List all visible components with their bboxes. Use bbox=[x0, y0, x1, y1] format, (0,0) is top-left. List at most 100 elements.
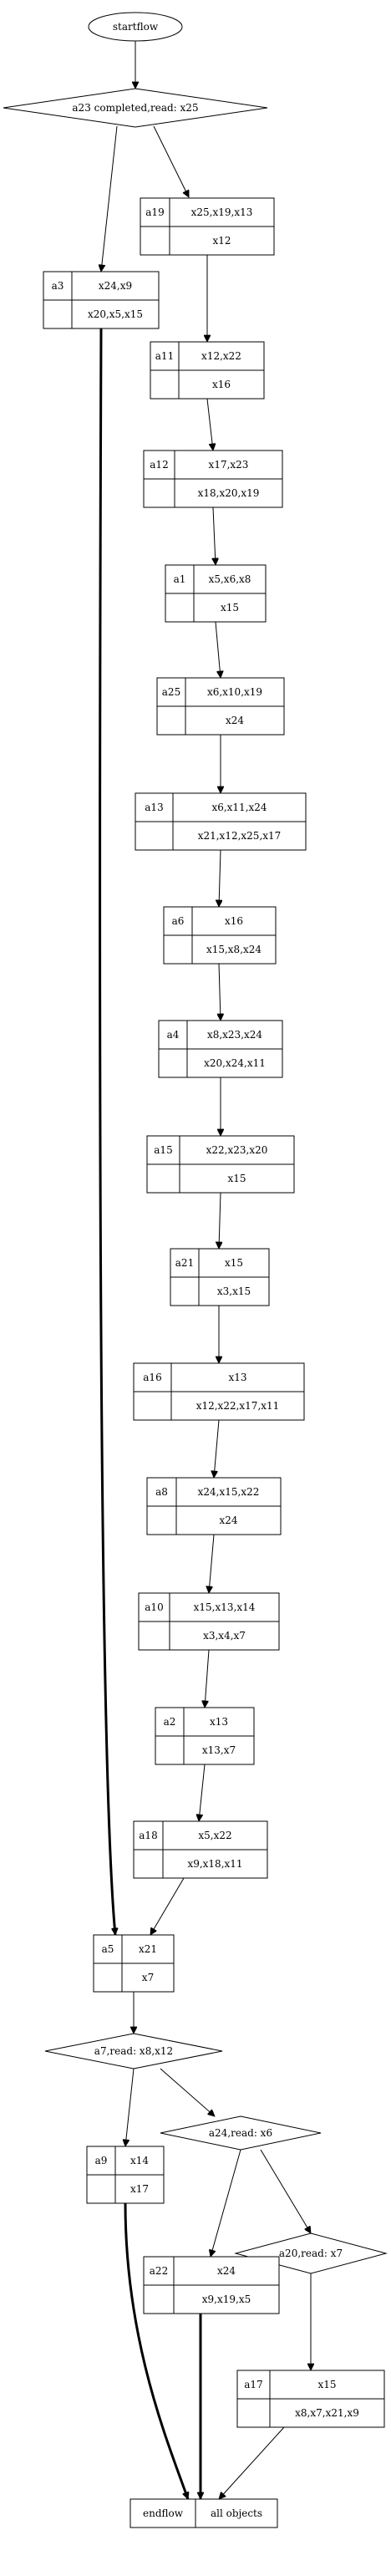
node-outputs: x15 bbox=[227, 1173, 246, 1184]
decision-d1: a23 completed,read: x25 bbox=[3, 88, 268, 128]
node-outputs: x15 bbox=[221, 602, 239, 613]
edge-a13-to-a6 bbox=[219, 849, 221, 907]
node-name: a16 bbox=[143, 1372, 161, 1383]
node-inputs: x5,x6,x8 bbox=[209, 573, 251, 585]
edge-a10-to-a2 bbox=[205, 1649, 210, 1708]
node-inputs: x14 bbox=[130, 2155, 149, 2166]
node-a22: a22 x24 x9,x19,x5 bbox=[143, 2256, 280, 2314]
node-a5: a5 x21 x7 bbox=[93, 1934, 175, 1993]
node-name: a21 bbox=[175, 1257, 194, 1269]
node-a18: a18 x5,x22 x9,x18,x11 bbox=[133, 1820, 268, 1879]
edge-d1-to-a3 bbox=[101, 125, 118, 272]
node-name: a15 bbox=[154, 1144, 172, 1156]
node-name: a1 bbox=[174, 573, 186, 585]
node-outputs: x3,x15 bbox=[217, 1285, 251, 1297]
edge-a8-to-a10 bbox=[209, 1534, 215, 1593]
node-outputs: x12,x22,x17,x11 bbox=[196, 1400, 280, 1412]
node-name: a13 bbox=[145, 802, 163, 813]
edge-a17-to-end bbox=[219, 2426, 285, 2499]
node-a10: a10 x15,x13,x14 x3,x4,x7 bbox=[138, 1592, 280, 1651]
node-outputs: x7 bbox=[142, 1972, 154, 1983]
node-a25: a25 x6,x10,x19 x24 bbox=[156, 677, 285, 736]
node-outputs: x20,x5,x15 bbox=[88, 308, 143, 320]
node-name: a6 bbox=[172, 915, 185, 927]
node-outputs: x15,x8,x24 bbox=[206, 944, 262, 955]
node-name: a5 bbox=[102, 1943, 114, 1955]
node-name: a10 bbox=[145, 1601, 163, 1613]
node-name: a8 bbox=[155, 1486, 168, 1498]
edge-d2-to-a9 bbox=[125, 2068, 135, 2146]
end-objects-label: all objects bbox=[211, 2507, 262, 2519]
node-outputs: x3,x4,x7 bbox=[203, 1630, 246, 1642]
node-a8: a8 x24,x15,x22 x24 bbox=[146, 1477, 282, 1535]
node-inputs: x12,x22 bbox=[201, 350, 241, 362]
decision-d2: a7,read: x8,x12 bbox=[44, 2033, 223, 2069]
node-inputs: x15 bbox=[317, 2379, 336, 2390]
node-outputs: x9,x18,x11 bbox=[187, 1858, 242, 1870]
node-outputs: x9,x19,x5 bbox=[202, 2293, 251, 2305]
node-inputs: x15,x13,x14 bbox=[194, 1601, 256, 1613]
node-name: a18 bbox=[139, 1830, 157, 1841]
decision-label: a20,read: x7 bbox=[279, 2248, 343, 2259]
node-name: a22 bbox=[150, 2265, 168, 2277]
node-outputs: x12 bbox=[212, 235, 231, 247]
node-outputs: x24 bbox=[226, 715, 244, 726]
node-inputs: x15 bbox=[225, 1257, 243, 1269]
node-a16: a16 x13 x12,x22,x17,x11 bbox=[133, 1362, 305, 1421]
node-name: a9 bbox=[95, 2155, 108, 2166]
node-name: a12 bbox=[150, 459, 168, 471]
node-outputs: x18,x20,x19 bbox=[198, 487, 260, 499]
edge-d1-to-a19 bbox=[153, 125, 190, 197]
node-name: a2 bbox=[164, 1716, 176, 1728]
node-name: a4 bbox=[167, 1029, 180, 1041]
node-outputs: x24 bbox=[219, 1515, 237, 1526]
node-a21: a21 x15 x3,x15 bbox=[170, 1248, 270, 1306]
decision-label: a7,read: x8,x12 bbox=[94, 2045, 173, 2057]
node-name: a19 bbox=[145, 206, 164, 218]
decision-d3: a24,read: x6 bbox=[160, 2115, 322, 2151]
node-inputs: x16 bbox=[225, 915, 243, 927]
node-a1: a1 x5,x6,x8 x15 bbox=[165, 564, 267, 623]
node-inputs: x13 bbox=[210, 1716, 228, 1728]
node-outputs: x16 bbox=[212, 379, 231, 390]
edge-a12-to-a1 bbox=[213, 507, 216, 565]
edge-a2-to-a18 bbox=[199, 1764, 206, 1821]
node-name: a11 bbox=[155, 350, 174, 362]
node-a15: a15 x22,x23,x20 x15 bbox=[146, 1135, 295, 1194]
node-a2: a2 x13 x13,x7 bbox=[155, 1707, 255, 1765]
node-a11: a11 x12,x22 x16 bbox=[150, 341, 265, 400]
edge-a16-to-a8 bbox=[214, 1419, 220, 1478]
edge-a15-to-a21 bbox=[219, 1192, 221, 1249]
decision-label: a23 completed,read: x25 bbox=[72, 102, 198, 114]
node-name: a17 bbox=[244, 2379, 262, 2390]
edge-a3-to-a5 bbox=[99, 328, 115, 1935]
edge-a6-to-a4 bbox=[219, 963, 221, 1021]
node-inputs: x5,x22 bbox=[198, 1830, 231, 1841]
node-outputs: x20,x24,x11 bbox=[204, 1057, 266, 1069]
node-name: a25 bbox=[162, 686, 180, 698]
node-a3: a3 x24,x9 x20,x5,x15 bbox=[43, 271, 160, 329]
start-node: startflow bbox=[88, 12, 183, 42]
node-inputs: x13 bbox=[228, 1372, 246, 1383]
node-inputs: x21 bbox=[139, 1943, 157, 1955]
node-inputs: x24,x9 bbox=[99, 280, 132, 292]
end-label: endflow bbox=[143, 2507, 184, 2519]
edge-a1-to-a25 bbox=[215, 621, 221, 678]
node-inputs: x22,x23,x20 bbox=[206, 1144, 268, 1156]
node-inputs: x6,x10,x19 bbox=[207, 686, 262, 698]
node-inputs: x24,x15,x22 bbox=[198, 1486, 260, 1498]
node-inputs: x24 bbox=[217, 2265, 236, 2277]
edge-d2-to-d3 bbox=[160, 2068, 215, 2116]
node-name: a3 bbox=[52, 280, 64, 292]
node-inputs: x17,x23 bbox=[209, 459, 249, 471]
decision-label: a24,read: x6 bbox=[209, 2127, 272, 2139]
node-outputs: x13,x7 bbox=[202, 1744, 236, 1756]
node-outputs: x21,x12,x25,x17 bbox=[198, 830, 282, 842]
edge-d3-to-a22 bbox=[211, 2149, 241, 2257]
